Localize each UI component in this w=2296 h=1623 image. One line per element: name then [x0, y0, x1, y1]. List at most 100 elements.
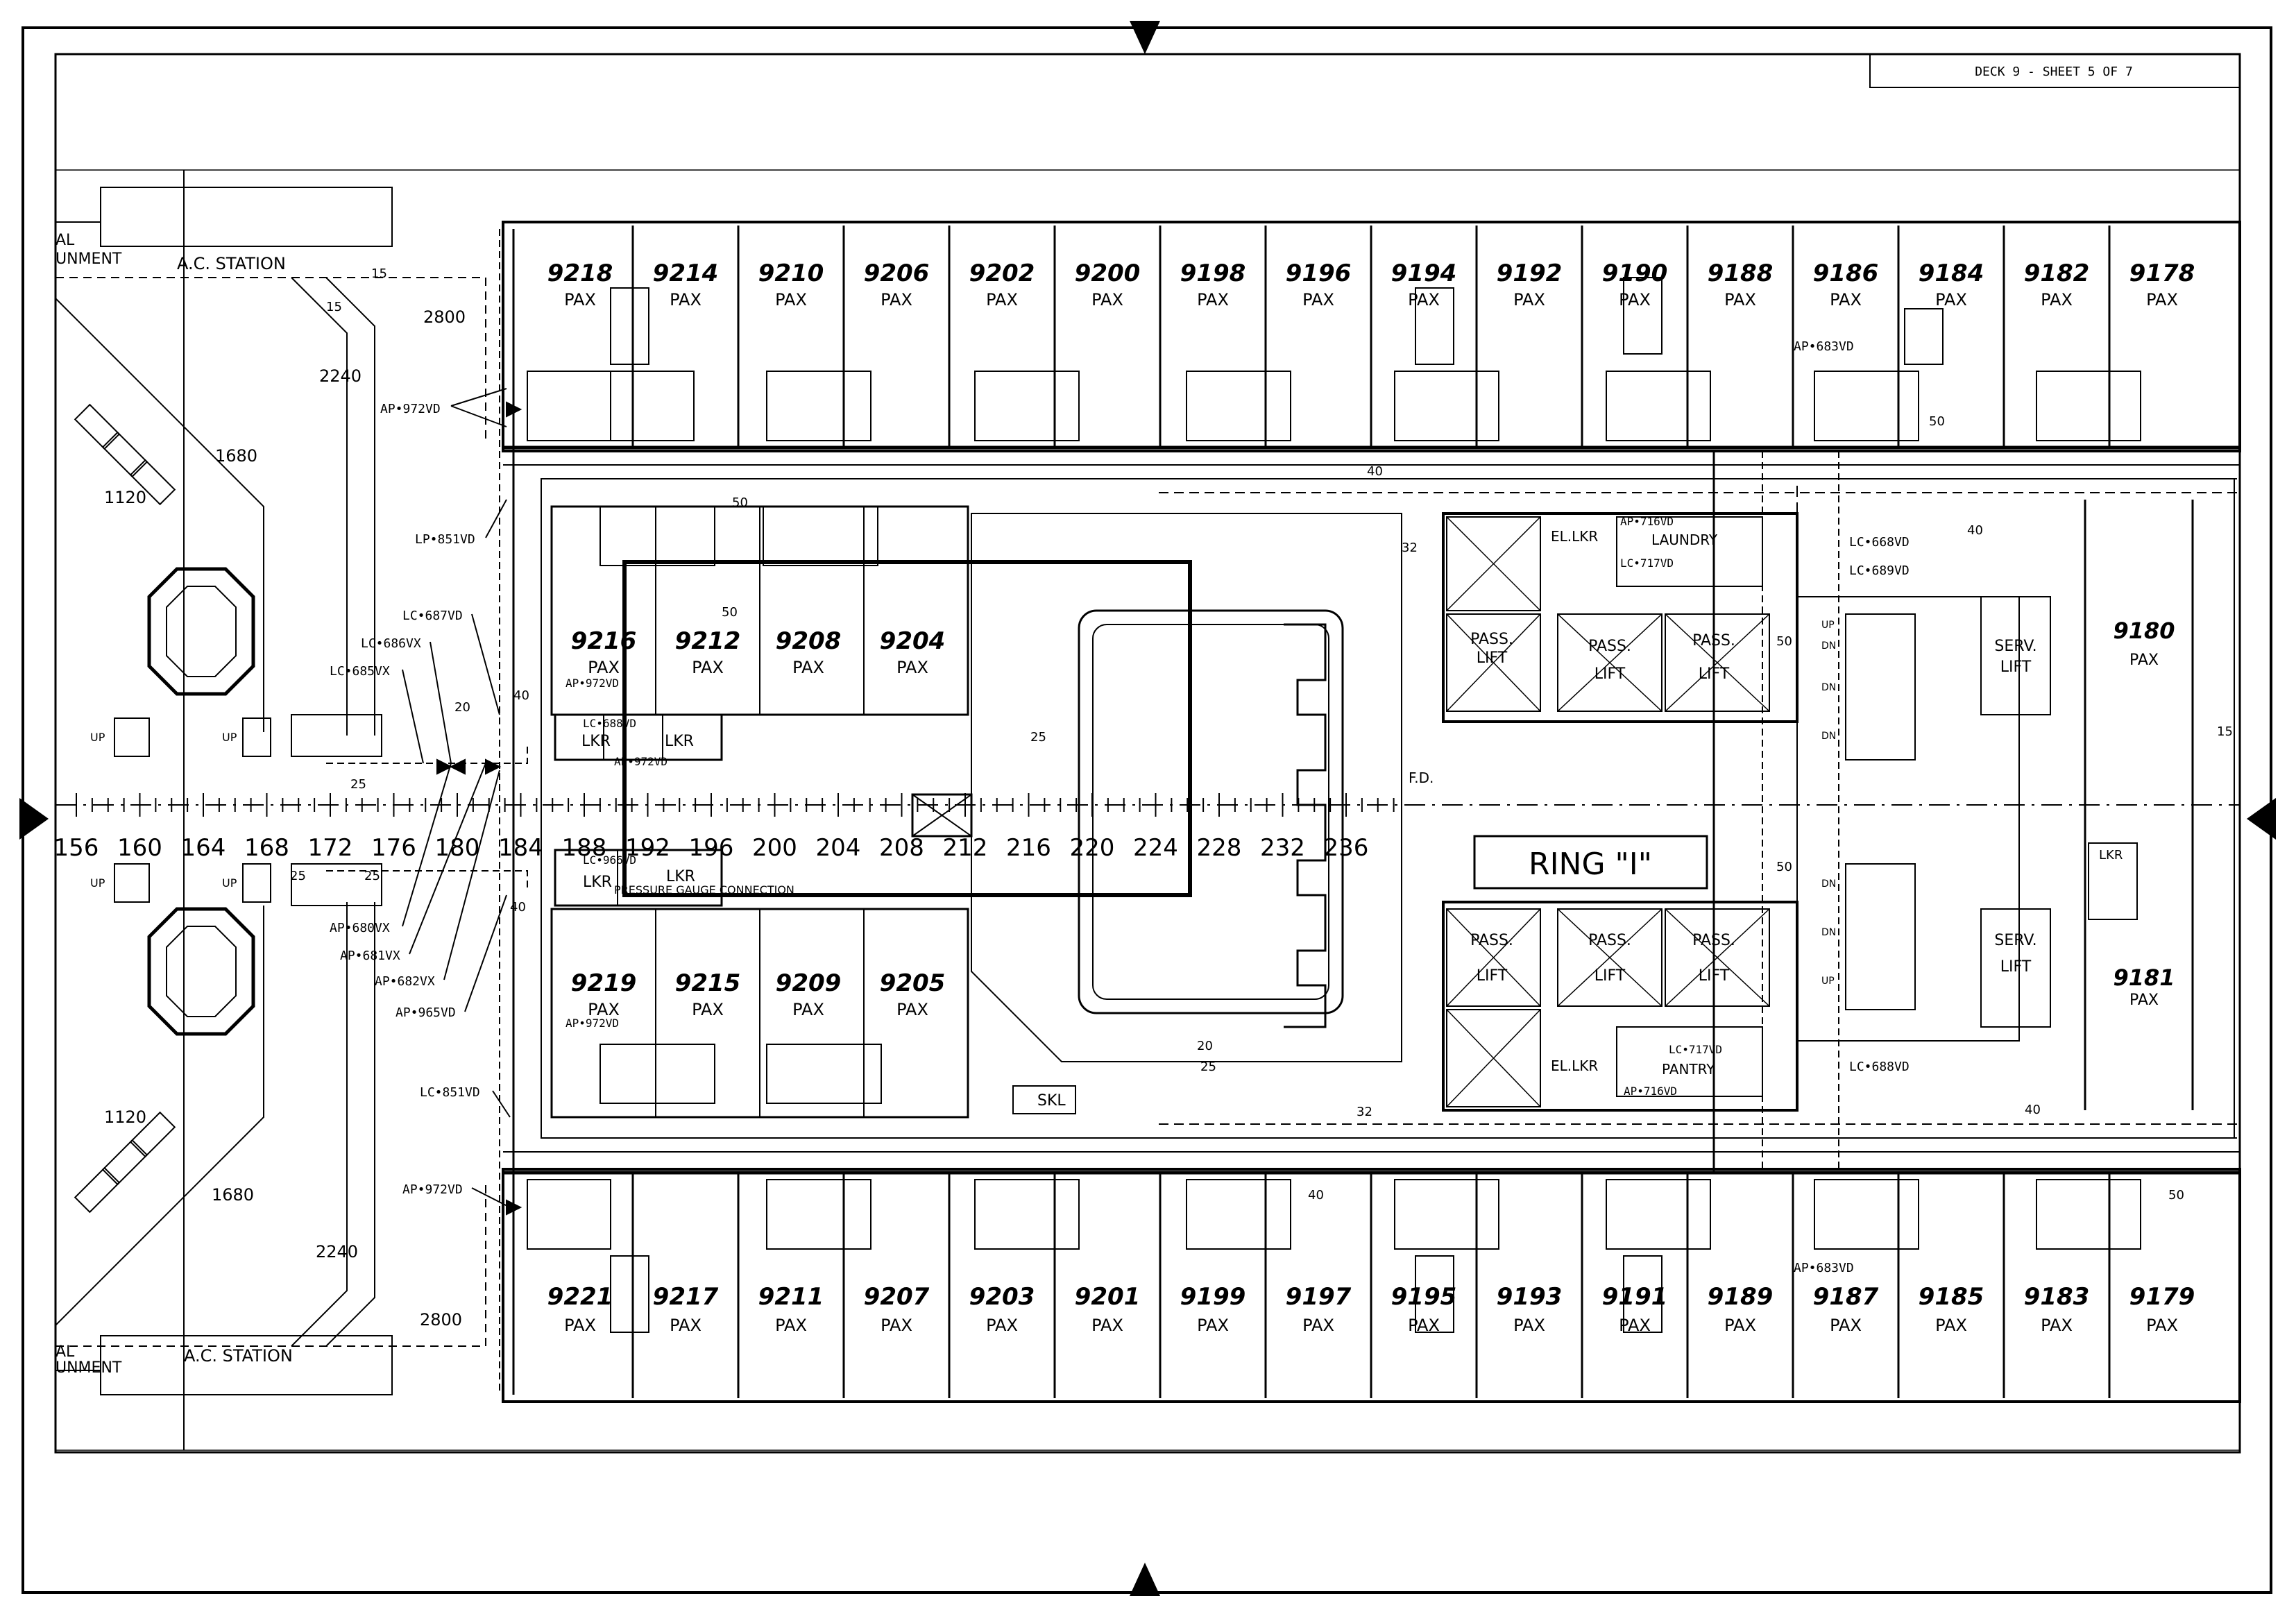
tag-lc688vd-1: LC•688VD: [583, 717, 636, 730]
frame-number: 168: [244, 834, 289, 862]
top-cabin-type: PAX: [1830, 290, 1862, 309]
frame-number: 192: [625, 834, 670, 862]
bed-top-3: [766, 371, 871, 441]
inner-bottom-cabin-number: 9215: [675, 969, 741, 997]
bottom-cabin-number: 9179: [2129, 1283, 2195, 1311]
bed-top-8: [1814, 371, 1919, 441]
dim-40-e: 40: [1967, 523, 1983, 538]
equip-center-bottom: [291, 863, 382, 906]
pantry-label: PANTRY: [1662, 1061, 1715, 1078]
dim-1680-top: 1680: [215, 446, 257, 466]
bath-top-1: [599, 506, 715, 566]
bottom-cabin-number: 9221: [547, 1283, 613, 1311]
bed-top-4: [974, 371, 1080, 441]
bottom-cabin-type: PAX: [1091, 1316, 1123, 1335]
wardrobe-bottom-2: [1415, 1255, 1454, 1333]
leader-1: [450, 405, 507, 427]
equip-box-2: [101, 431, 148, 478]
bottom-cabin-number: 9193: [1497, 1283, 1563, 1311]
dim-50-c: 50: [722, 605, 738, 620]
right-cabin-type: PAX: [2129, 992, 2159, 1009]
leader-6: [402, 669, 424, 764]
dim-1120-top: 1120: [104, 488, 146, 507]
top-cabin-number: 9214: [653, 260, 719, 287]
up-label-4: UP: [222, 876, 237, 890]
inner-top-cabin-type: PAX: [588, 658, 620, 677]
tag-lc687vd: LC•687VD: [402, 609, 463, 623]
corridor-upper-diag-2: [325, 277, 375, 736]
tag-lc685vx: LC•685VX: [330, 664, 390, 679]
inner-bottom-cabin-type: PAX: [588, 1000, 620, 1019]
frame-number: 212: [943, 834, 988, 862]
wardrobe-bottom-3: [1623, 1255, 1663, 1333]
right-center-arrow: [2247, 798, 2276, 840]
bottom-cabin-type: PAX: [1197, 1316, 1229, 1335]
top-cabin-number: 9194: [1391, 260, 1457, 287]
tag-ap683vd-bottom: AP•683VD: [1794, 1261, 1854, 1275]
laundry-label: LAUNDRY: [1651, 532, 1718, 548]
dim-20-b: 20: [1197, 1039, 1213, 1053]
bottom-cabin-type: PAX: [670, 1316, 701, 1335]
up-label-2: UP: [222, 731, 237, 744]
tag-lc717vd-top: LC•717VD: [1620, 556, 1674, 570]
tag-lc688vd-2: LC•688VD: [1849, 1060, 1910, 1074]
lift-shaft-t1: [1446, 516, 1541, 611]
bottom-cabin-type: PAX: [986, 1316, 1018, 1335]
bottom-cabin-type: PAX: [1513, 1316, 1545, 1335]
tag-ap680vx: AP•680VX: [330, 921, 390, 935]
serv-lift-top-a: SERV.: [1994, 638, 2036, 655]
right-lkr-label: LKR: [2099, 848, 2123, 863]
top-cabin-number: 9188: [1708, 260, 1774, 287]
bed-bottom-8: [2036, 1179, 2141, 1250]
bottom-cabin-number: 9201: [1075, 1283, 1141, 1311]
bottom-cabin-type: PAX: [1935, 1316, 1967, 1335]
dn-right-3: DN: [1821, 731, 1836, 742]
left-machinery-area: [55, 170, 486, 1450]
inner-bottom-cabin-type: PAX: [896, 1000, 928, 1019]
dim-50-d: 50: [732, 495, 748, 510]
dim-20-a: 20: [454, 700, 470, 715]
fan-unit-top: [147, 567, 255, 696]
dim-25-c: 25: [364, 869, 380, 883]
lkr-bottom-block: [554, 849, 723, 907]
tag-ap965vd: AP•965VD: [396, 1005, 456, 1020]
top-cabin-type: PAX: [1408, 290, 1440, 309]
leader-4: [471, 613, 500, 715]
tag-ap683vd-top: AP•683VD: [1794, 339, 1854, 354]
equip-box-4: [74, 1166, 121, 1214]
ring-label-box: RING "I": [1473, 835, 1708, 890]
leader-2: [450, 388, 507, 407]
bed-bottom-1: [527, 1179, 611, 1250]
leader-8: [409, 763, 486, 955]
dim-1120-bottom: 1120: [104, 1107, 146, 1127]
bath-bottom-2: [766, 1044, 882, 1104]
leader-5: [430, 641, 452, 764]
bottom-cabin-number: 9211: [758, 1283, 824, 1311]
up-label-1: UP: [90, 731, 105, 744]
frame-number: 228: [1197, 834, 1242, 862]
bottom-cabin-number: 9185: [1919, 1283, 1984, 1311]
top-cabin-type: PAX: [670, 290, 701, 309]
ring-label: RING "I": [1529, 847, 1652, 882]
bottom-cabin-type: PAX: [2041, 1316, 2073, 1335]
serv-lift-bottom-b: LIFT: [2000, 958, 2032, 976]
dim-2800-bottom: 2800: [420, 1310, 462, 1329]
dim-40-a: 40: [513, 688, 529, 703]
bottom-cabin-type: PAX: [1830, 1316, 1862, 1335]
bottom-cabin-number: 9189: [1708, 1283, 1774, 1311]
tag-lc668vd: LC•668VD: [1849, 535, 1910, 550]
serv-lift-top-b: LIFT: [2000, 658, 2032, 676]
bottom-cabin-number: 9217: [653, 1283, 719, 1311]
bottom-cabin-type: PAX: [881, 1316, 912, 1335]
frame-number: 172: [308, 834, 353, 862]
frame-number: 236: [1324, 834, 1369, 862]
bottom-cabin-type: PAX: [1408, 1316, 1440, 1335]
inner-bottom-cabin-number: 9219: [571, 969, 637, 997]
inner-cabin-labels: 9216PAX9212PAX9208PAX9204PAX9219PAX9215P…: [571, 627, 946, 1019]
frame-number: 200: [752, 834, 797, 862]
up-label-3: UP: [90, 876, 105, 890]
heavy-outline-hatch: [622, 560, 1192, 897]
top-cabin-number: 9198: [1180, 260, 1246, 287]
tag-ap682vx: AP•682VX: [375, 974, 435, 989]
